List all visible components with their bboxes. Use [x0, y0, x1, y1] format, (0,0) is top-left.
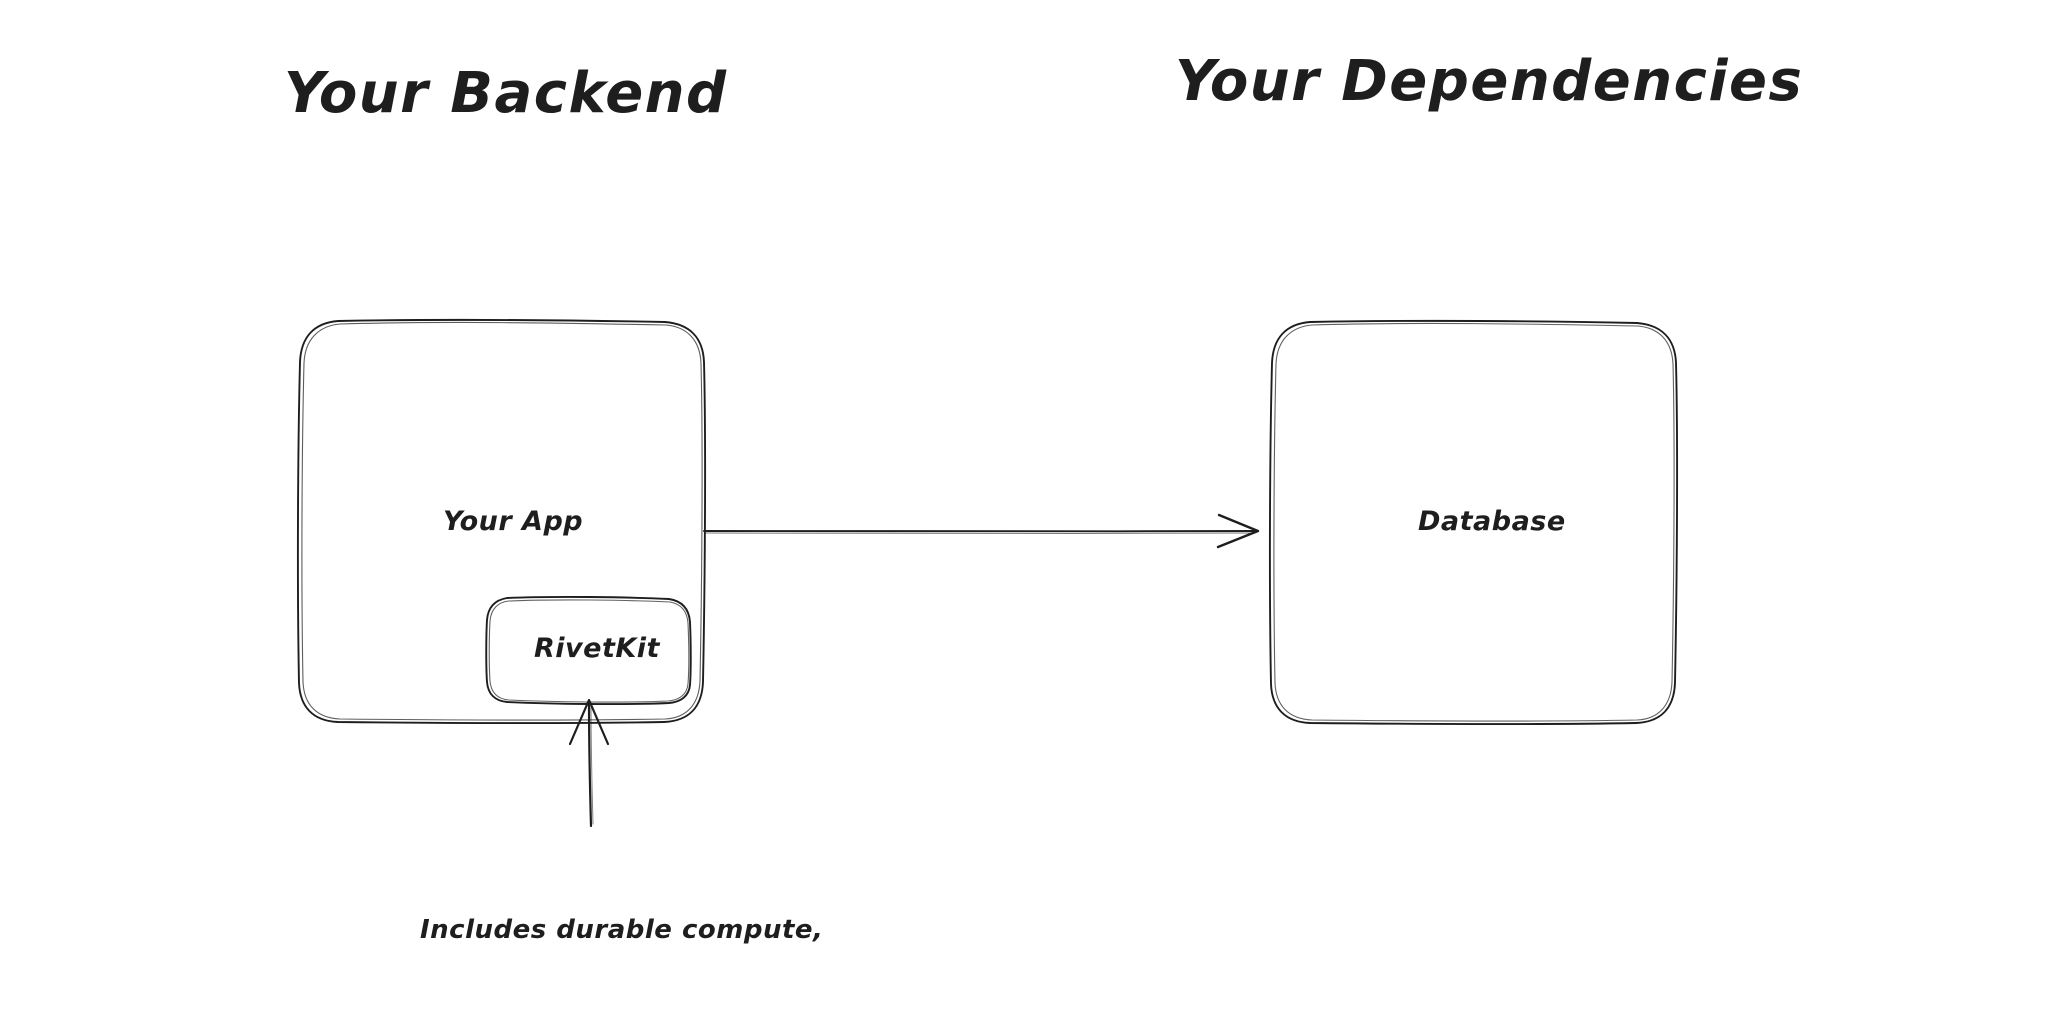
node-database-box[interactable]: [1268, 319, 1679, 726]
annotation-rivetkit-features: Includes durable compute, real-time, sch…: [420, 838, 824, 1024]
title-your-backend: Your Backend: [284, 61, 728, 126]
node-label-your-app: Your App: [443, 506, 584, 537]
node-rivetkit-box[interactable]: [485, 595, 692, 706]
title-your-dependencies: Your Dependencies: [1175, 49, 1804, 114]
node-your-app-box[interactable]: [296, 318, 707, 725]
edge-your-app-to-database[interactable]: [703, 513, 1260, 549]
annotation-line-1: Includes durable compute,: [420, 915, 824, 945]
node-label-database: Database: [1418, 506, 1566, 537]
node-label-rivetkit: RivetKit: [534, 633, 660, 664]
edge-annotation-to-rivetkit[interactable]: [568, 698, 610, 828]
